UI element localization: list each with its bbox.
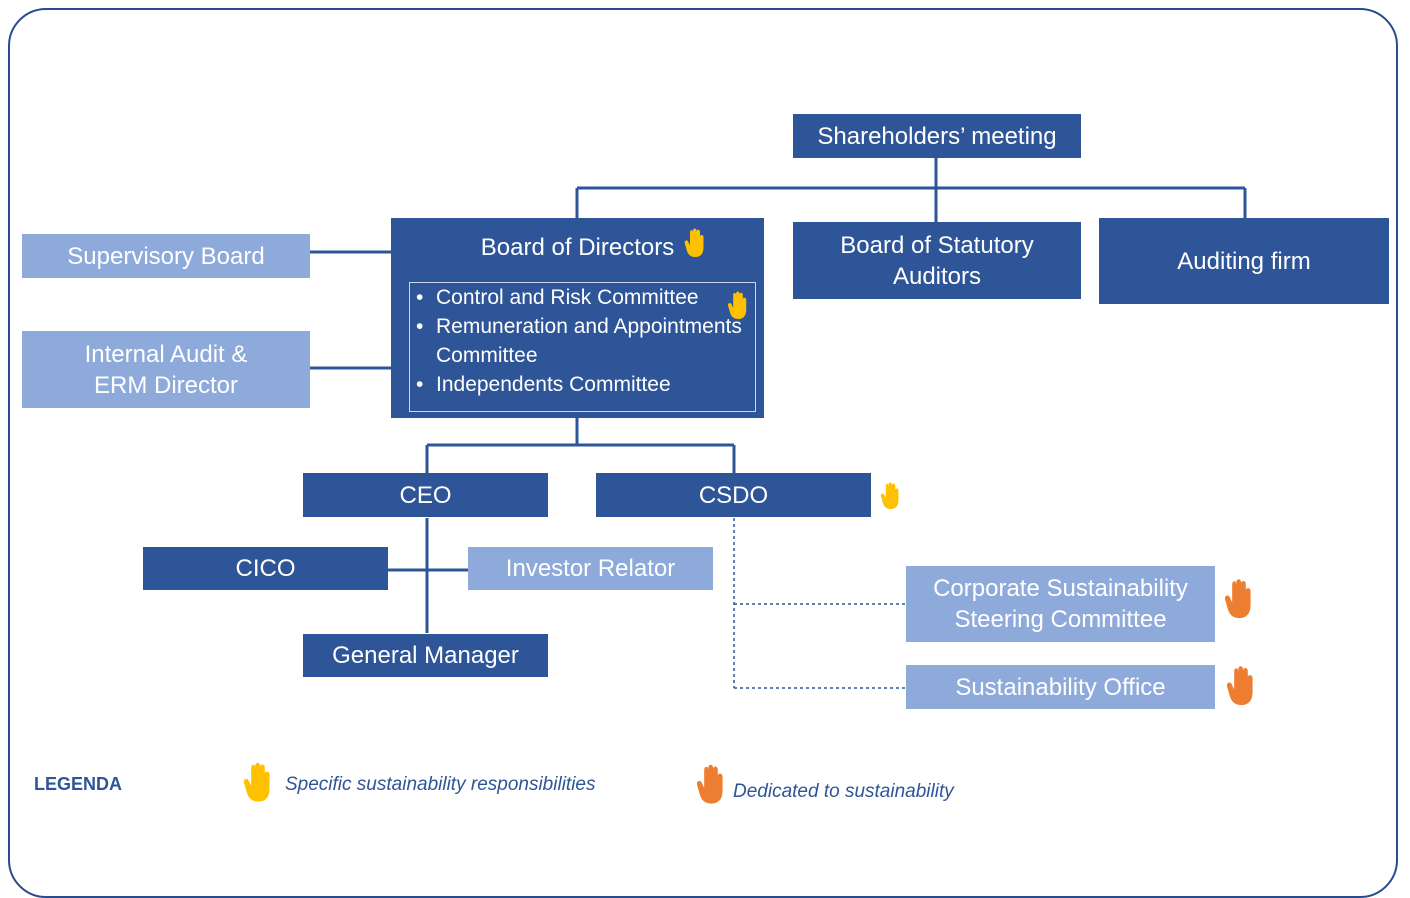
general-manager-label: General Manager [332,642,519,669]
hand-icon [880,482,899,510]
csdo-box: CSDO [596,473,871,517]
sustainability-committee-label: Corporate Sustainability Steering Commit… [933,575,1188,633]
hand-icon [243,762,270,802]
hand-icon [1226,666,1253,706]
auditing-firm-box: Auditing firm [1099,218,1389,304]
investor-relator-label: Investor Relator [505,555,676,582]
board-of-directors-label: Board of Directors [480,234,675,261]
cico-label: CICO [235,555,296,582]
hand-icon [696,764,723,804]
committee-item: Independents Committee [410,370,755,399]
committee-item: Remuneration and Appointments Committee [410,312,755,370]
statutory-auditors-label: Board of Statutory Auditors [840,231,1034,290]
internal-audit-label: Internal Audit & ERM Director [84,340,248,399]
supervisory-board-label: Supervisory Board [67,242,265,270]
shareholders-meeting-box: Shareholders’ meeting [793,114,1081,158]
ceo-box: CEO [303,473,548,517]
sustainability-office-label: Sustainability Office [955,673,1166,701]
shareholders-meeting-label: Shareholders’ meeting [817,122,1057,150]
supervisory-board-box: Supervisory Board [22,234,310,278]
ceo-label: CEO [399,481,452,509]
internal-audit-box: Internal Audit & ERM Director [22,331,310,408]
sustainability-office-box: Sustainability Office [906,665,1215,709]
csdo-label: CSDO [698,481,769,509]
investor-relator-box: Investor Relator [468,547,713,590]
hand-icon [1224,579,1251,619]
legend-title: LEGENDA [34,774,123,794]
committees-list: Control and Risk Committee Remuneration … [409,282,756,412]
committee-item: Control and Risk Committee [410,283,755,312]
hand-icon [727,291,747,320]
general-manager-box: General Manager [303,634,548,677]
cico-box: CICO [143,547,388,590]
legend-dedicated-label: Dedicated to sustainability [733,781,954,802]
sustainability-committee-box: Corporate Sustainability Steering Commit… [906,566,1215,642]
statutory-auditors-box: Board of Statutory Auditors [793,222,1081,299]
hand-icon [684,228,704,257]
auditing-firm-label: Auditing firm [1177,247,1311,275]
legend-specific-label: Specific sustainability responsibilities [285,774,596,795]
